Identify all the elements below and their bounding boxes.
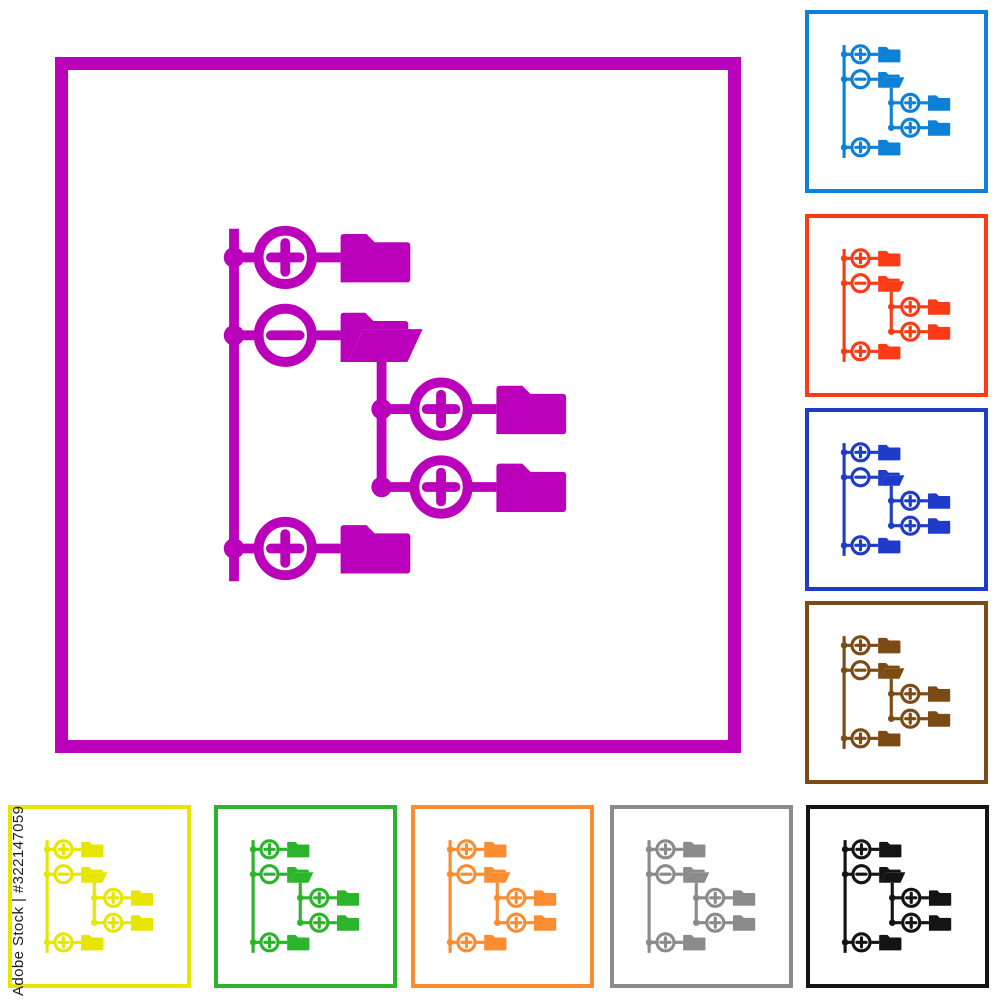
folder-tree-icon — [636, 831, 767, 962]
folder-tree-icon — [34, 831, 165, 962]
icon-tile-magenta-large — [55, 57, 741, 753]
icon-tile-blue — [805, 10, 988, 193]
icon-tile-black — [806, 805, 989, 988]
folder-tree-icon — [240, 831, 371, 962]
folder-tree-icon — [831, 36, 962, 167]
icon-tile-orange — [411, 805, 594, 988]
icon-tile-navy-blue — [805, 408, 988, 591]
icon-tile-yellow — [8, 805, 191, 988]
folder-tree-icon — [831, 627, 962, 758]
folder-tree-icon — [437, 831, 568, 962]
icon-tile-green — [214, 805, 397, 988]
folder-tree-icon — [193, 200, 603, 610]
icon-tile-gray — [610, 805, 793, 988]
folder-tree-icon — [831, 240, 962, 371]
adobe-stock-watermark: Adobe Stock | #322147059 — [10, 805, 27, 996]
icon-tile-red — [805, 214, 988, 397]
folder-tree-icon — [831, 434, 962, 565]
icon-tile-brown — [805, 601, 988, 784]
folder-tree-icon — [832, 831, 963, 962]
